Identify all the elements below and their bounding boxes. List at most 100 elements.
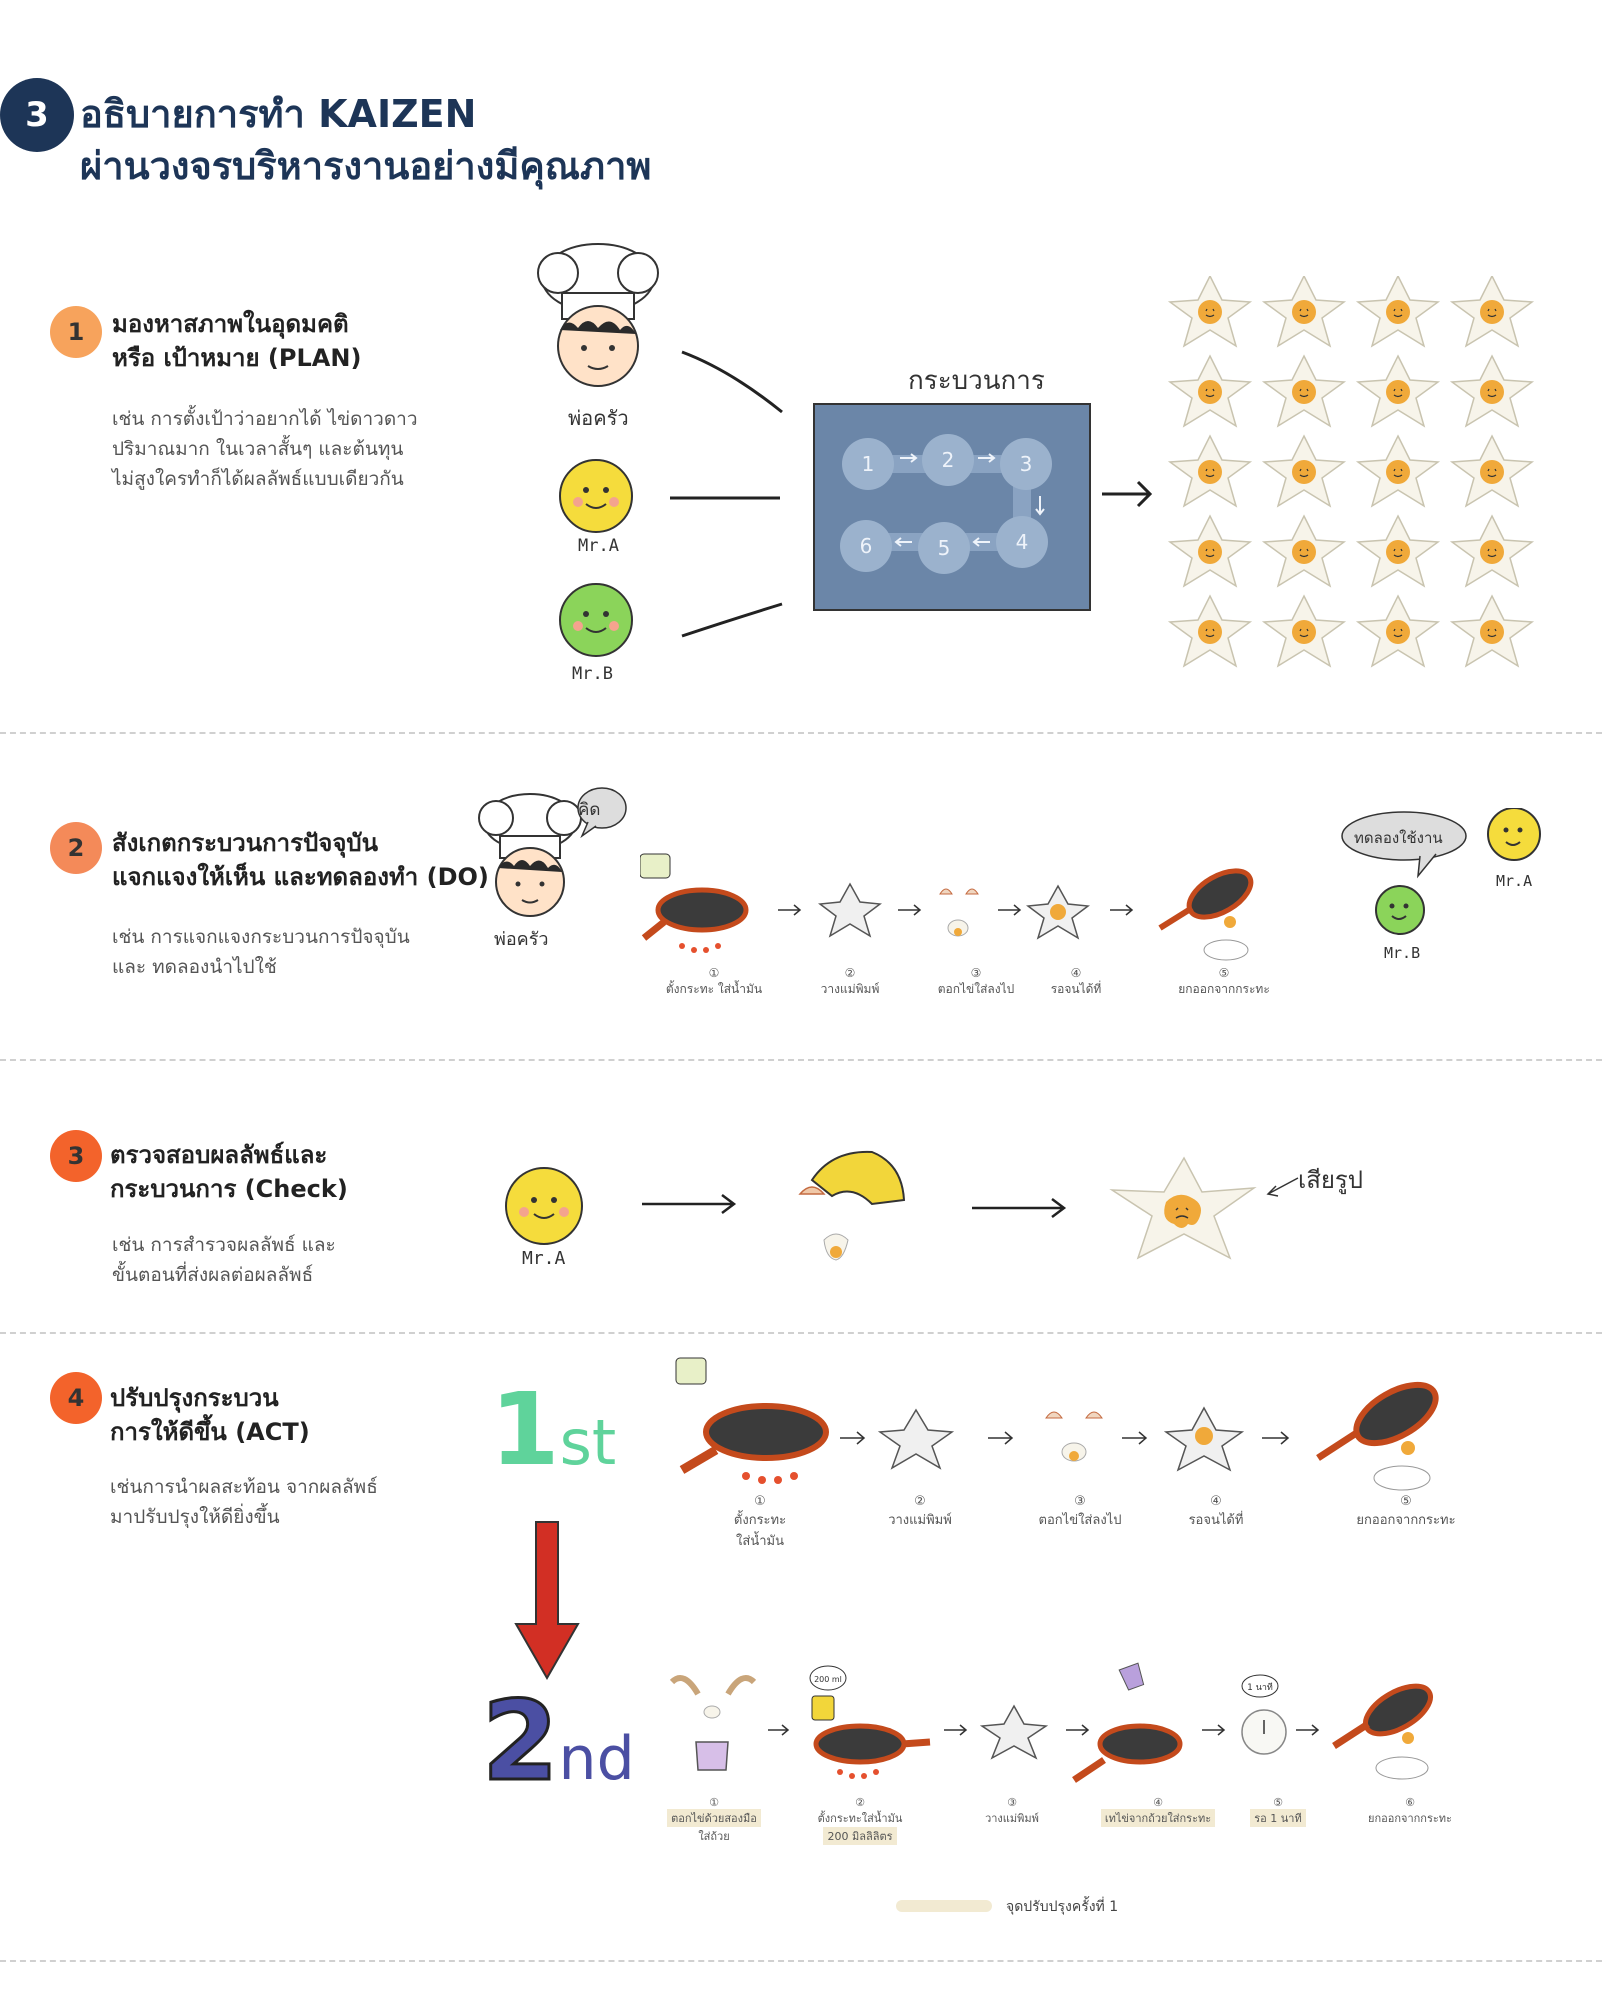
act1-step-1-num: ① [754, 1494, 766, 1509]
act1-step-1: ① ตั้งกระทะ ใส่น้ำมัน [700, 1494, 820, 1551]
first-round-process-illustration [675, 1357, 1439, 1491]
do-step-4: ④ รอจนได้ที่ [1016, 966, 1136, 999]
do-step-5: ⑤ ยกออกจากกระทะ [1164, 966, 1284, 999]
second-round-process-illustration: 200 ml 1 นาที [669, 1662, 1433, 1783]
act2-step-3: ③ วางแม่พิมพ์ [952, 1796, 1072, 1827]
chef-thinking-label: พ่อครัว [494, 929, 549, 950]
step2-title: สังเกตกระบวนการปัจจุบัน แจกแจงให้เห็น แล… [112, 826, 489, 894]
act1-step-1-label1: ตั้งกระทะ [733, 1513, 787, 1528]
think-bubble-text: คิด [578, 800, 601, 820]
do-step-3: ③ ตอกไข่ใส่ลงไป [916, 966, 1036, 999]
mr-b-label: Mr.B [572, 664, 613, 684]
do-step-2-label: วางแม่พิมพ์ [820, 982, 880, 996]
do-step-3-num: ③ [970, 966, 982, 980]
act2-step-2-label1: ตั้งกระทะใส่น้ำมัน [817, 1812, 903, 1825]
process-step-5: 5 [938, 536, 951, 560]
act2-step-1: ① ตอกไข่ด้วยสองมือ ใส่ถ้วย [654, 1796, 774, 1845]
oil-bubble-text: 200 ml [814, 1675, 842, 1684]
check-mr-a-face [505, 1167, 583, 1245]
step2-title-line1: สังเกตกระบวนการปัจจุบัน [112, 829, 379, 857]
section-divider [0, 1960, 1602, 1962]
check-arrow-1 [642, 1194, 737, 1214]
act2-step-5-label1: รอ 1 นาที [1250, 1809, 1306, 1827]
chef-thinking-illustration [478, 787, 627, 917]
testers-illustration [1341, 808, 1541, 935]
section-divider [0, 1332, 1602, 1334]
act1-step-2-label1: วางแม่พิมพ์ [888, 1513, 952, 1528]
process-step-3: 3 [1020, 452, 1033, 476]
section-divider [0, 732, 1602, 734]
step4-desc-line1: เช่นการนำผลสะท้อน จากผลลัพธ์ [110, 1476, 378, 1498]
step4-title-line1: ปรับปรุงกระบวน [110, 1384, 279, 1412]
first-round-number: 1 [490, 1371, 560, 1488]
do-step-3-label: ตอกไข่ใส่ลงไป [937, 982, 1015, 996]
do-step-2: ② วางแม่พิมพ์ [790, 966, 910, 999]
act2-step-6-num: ⑥ [1405, 1796, 1415, 1809]
legend-text: จุดปรับปรุงครั้งที่ 1 [1006, 1899, 1119, 1915]
deformed-pointer-arrow [1266, 1177, 1299, 1197]
act1-step-4-label1: รอจนได้ที่ [1188, 1513, 1244, 1528]
step1-desc-line2: ปริมาณมาก ในเวลาสั้นๆ และต้นทุน [112, 438, 404, 460]
act2-step-1-num: ① [709, 1796, 719, 1809]
step2-desc-line1: เช่น การแจกแจงกระบวนการปัจจุบัน [112, 926, 410, 948]
act1-step-2-num: ② [914, 1494, 926, 1509]
step4-badge: 4 [50, 1372, 102, 1424]
act2-step-4: ④ เทไข่จากถ้วยใส่กระทะ [1088, 1796, 1228, 1827]
act2-step-1-label2: ใส่ถ้วย [698, 1830, 730, 1843]
do-mr-b-label: Mr.B [1384, 944, 1421, 962]
output-arrow [1102, 480, 1153, 508]
step3-desc-line1: เช่น การสำรวจผลลัพธ์ และ [112, 1234, 336, 1256]
process-label: กระบวนการ [908, 366, 1045, 396]
deformed-egg [1109, 1156, 1257, 1260]
do-step-4-label: รอจนได้ที่ [1050, 982, 1102, 996]
try-bubble-text: ทดลองใช้งาน [1354, 829, 1443, 847]
mr-a-label: Mr.A [578, 536, 619, 556]
do-step-4-num: ④ [1070, 966, 1082, 980]
do-step-1-num: ① [708, 966, 720, 980]
act2-step-5: ⑤ รอ 1 นาที [1218, 1796, 1338, 1827]
page-title-line2: ผ่านวงจรบริหารงานอย่างมีคุณภาพ [80, 144, 652, 188]
process-step-4: 4 [1016, 530, 1029, 554]
chef-illustration [537, 243, 659, 387]
step1-title: มองหาสภาพในอุดมคติ หรือ เป้าหมาย (PLAN) [112, 307, 361, 375]
step2-description: เช่น การแจกแจงกระบวนการปัจจุบัน และ ทดลอ… [112, 922, 410, 982]
act2-step-3-label1: วางแม่พิมพ์ [985, 1812, 1039, 1825]
page-title-line1: อธิบายการทำ KAIZEN [80, 92, 477, 136]
section-divider [0, 1059, 1602, 1061]
step2-badge: 2 [50, 822, 102, 874]
cracking-egg [939, 888, 979, 937]
step3-description: เช่น การสำรวจผลลัพธ์ และ ขั้นตอนที่ส่งผล… [112, 1230, 336, 1290]
act2-step-2-num: ② [855, 1796, 865, 1809]
improvement-down-arrow [514, 1521, 580, 1680]
deformed-label: เสียรูป [1298, 1166, 1364, 1194]
page-title: อธิบายการทำ KAIZEN ผ่านวงจรบริหารงานอย่า… [80, 88, 651, 192]
first-round-label: 1 st [490, 1380, 616, 1480]
egg-in-mold [1026, 884, 1090, 940]
step1-badge: 1 [50, 306, 102, 358]
step1-desc-line3: ไม่สูงใครทำก็ได้ผลลัพธ์แบบเดียวกัน [112, 468, 404, 490]
act1-step-3-num: ③ [1074, 1494, 1086, 1509]
second-round-number: 2 [481, 1677, 561, 1805]
do-step-5-num: ⑤ [1218, 966, 1230, 980]
act2-step-4-label1: เทไข่จากถ้วยใส่กระทะ [1100, 1809, 1216, 1827]
do-step-1: ① ตั้งกระทะ ใส่น้ำมัน [654, 966, 774, 999]
second-round-suffix: nd [558, 1724, 635, 1794]
step3-badge: 3 [50, 1130, 102, 1182]
step1-title-line1: มองหาสภาพในอุดมคติ [112, 310, 349, 338]
input-lines [670, 350, 783, 638]
first-round-suffix: st [559, 1406, 617, 1479]
check-mr-a-label: Mr.A [522, 1248, 566, 1269]
act1-step-3: ③ ตอกไข่ใส่ลงไป [1020, 1494, 1140, 1530]
act2-step-6-label1: ยกออกจากกระทะ [1368, 1812, 1452, 1825]
step1-title-line2: หรือ เป้าหมาย (PLAN) [112, 344, 362, 372]
star-mold [818, 882, 882, 938]
act1-step-1-label2: ใส่น้ำมัน [736, 1534, 784, 1549]
do-step-5-label: ยกออกจากกระทะ [1178, 982, 1270, 996]
step3-desc-line2: ขั้นตอนที่ส่งผลต่อผลลัพธ์ [112, 1264, 314, 1286]
process-step-1: 1 [862, 452, 875, 476]
act1-step-5: ⑤ ยกออกจากกระทะ [1346, 1494, 1466, 1530]
step3-title-line1: ตรวจสอบผลลัพธ์และ [110, 1141, 328, 1169]
chef-label: พ่อครัว [568, 406, 629, 430]
act2-step-2-label2: 200 มิลลิลิตร [823, 1827, 897, 1845]
step1-description: เช่น การตั้งเป้าว่าอยากได้ ไข่ดาวดาว ปริ… [112, 404, 418, 494]
